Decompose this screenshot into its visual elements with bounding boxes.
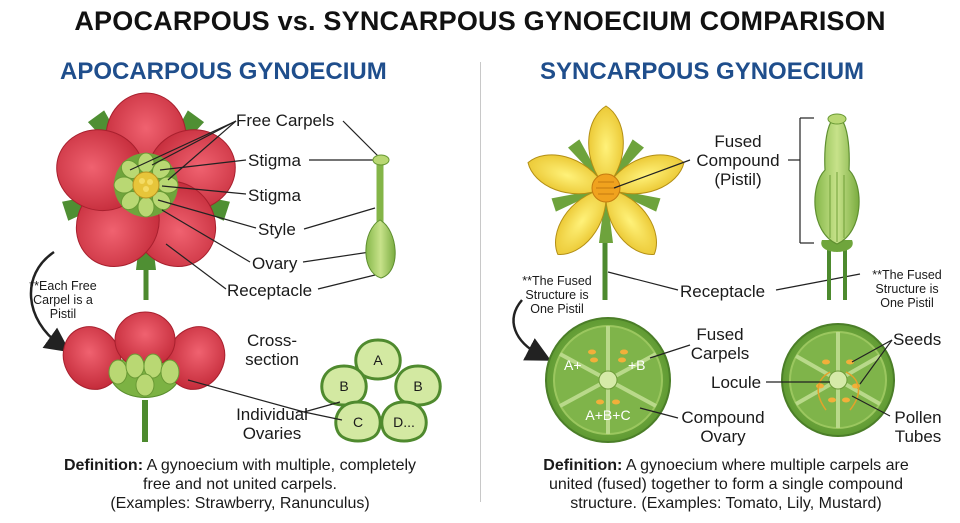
- label-receptacle-sync: Receptacle: [680, 282, 766, 301]
- ovary-letter-a: A+: [564, 357, 582, 373]
- apocarpous-curved-arrow: [29, 250, 71, 353]
- note-fused-structure-left: **The Fused Structure is One Pistil: [522, 274, 592, 316]
- label-locule: Locule: [711, 373, 762, 392]
- carpel-letter-d: D...: [393, 414, 415, 430]
- small-red-flower-side-view: [62, 311, 226, 442]
- syncarpous-curved-arrow: [512, 299, 552, 361]
- label-free-carpels: Free Carpels: [236, 111, 335, 130]
- label-individual-ovaries: Individual Ovaries: [236, 405, 308, 443]
- apocarpous-leader-lines: [129, 120, 379, 290]
- carpel-letter-c: C: [352, 414, 364, 430]
- locule-cross-section: [781, 323, 895, 437]
- compound-ovary-cross-section: [545, 317, 671, 443]
- compound-pistil-illustration: [814, 113, 860, 300]
- apocarpous-heading: APOCARPOUS GYNOECIUM: [60, 58, 387, 85]
- label-compound-ovary: Compound Ovary: [681, 408, 765, 446]
- note-fused-structure-right: **The Fused Structure is One Pistil: [872, 268, 942, 310]
- syncarpous-definition: Definition: A gynoecium where multiple c…: [543, 457, 909, 512]
- carpel-letter-b-left: B: [339, 378, 349, 394]
- carpel-letter-b-right: B: [413, 378, 423, 394]
- panel-divider: [480, 62, 481, 502]
- apocarpous-definition: Definition: A gynoecium with multiple, c…: [63, 457, 417, 512]
- label-stigma-2: Stigma: [248, 186, 301, 205]
- carpel-letter-a: A: [373, 352, 383, 368]
- single-pistil-illustration: [365, 154, 396, 279]
- lily-flower-illustration: [527, 105, 685, 300]
- label-ovary: Ovary: [252, 254, 298, 273]
- label-pollen-tubes: Pollen Tubes: [894, 408, 942, 446]
- strawberry-flower-illustration: [56, 92, 236, 300]
- ovary-letter-abc: A+B+C: [585, 407, 631, 423]
- label-fused-compound-pistil: Fused Compound (Pistil): [696, 132, 780, 189]
- label-receptacle: Receptacle: [227, 281, 313, 300]
- label-stigma-1: Stigma: [248, 151, 301, 170]
- ovary-letter-b: +B: [628, 357, 646, 373]
- label-cross-section: Cross- section: [245, 331, 299, 369]
- label-fused-carpels: Fused Carpels: [690, 325, 750, 363]
- label-style: Style: [258, 220, 296, 239]
- label-seeds: Seeds: [893, 330, 942, 349]
- page-title: APOCARPOUS vs. SYNCARPOUS GYNOECIUM COMP…: [74, 6, 886, 36]
- note-each-free-carpel: **Each Free Carpel is a Pistil: [29, 279, 97, 321]
- individual-ovaries-cross-sections: [320, 338, 442, 443]
- syncarpous-heading: SYNCARPOUS GYNOECIUM: [540, 58, 865, 85]
